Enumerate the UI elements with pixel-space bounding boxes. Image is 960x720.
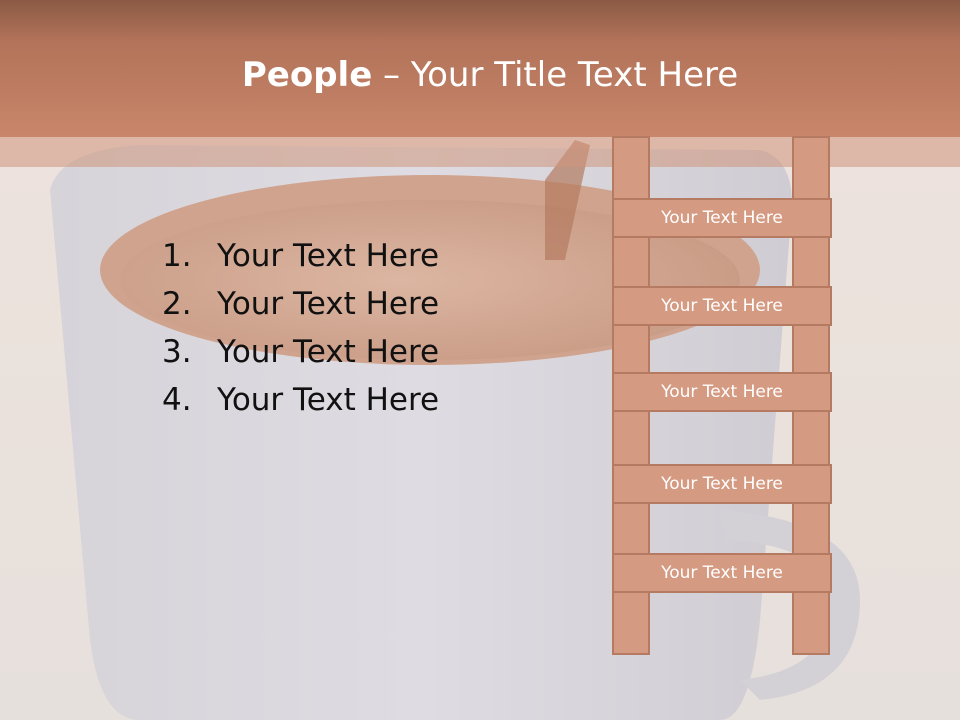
title-bold: People (241, 55, 373, 95)
ladder-rung: Your Text Here (612, 372, 832, 412)
list-text: Your Text Here (217, 238, 440, 274)
ladder-rung: Your Text Here (612, 286, 832, 326)
list-number: 1. (162, 238, 192, 274)
ladder-rung: Your Text Here (612, 553, 832, 593)
list-item: 4. Your Text Here (162, 378, 439, 426)
list-text: Your Text Here (217, 334, 440, 370)
list-number: 4. (162, 382, 192, 418)
title-rest: – Your Title Text Here (372, 55, 739, 95)
title-band (0, 0, 960, 137)
ladder-rung: Your Text Here (612, 464, 832, 504)
ladder-rung: Your Text Here (612, 198, 832, 238)
list-item: 2. Your Text Here (162, 282, 439, 330)
numbered-list: 1. Your Text Here 2. Your Text Here 3. Your… (162, 234, 439, 426)
slide-title: People – Your Title Text Here (0, 53, 960, 97)
list-text: Your Text Here (217, 286, 440, 322)
list-text: Your Text Here (217, 382, 440, 418)
list-number: 2. (162, 286, 192, 322)
list-number: 3. (162, 334, 192, 370)
list-item: 1. Your Text Here (162, 234, 439, 282)
list-item: 3. Your Text Here (162, 330, 439, 378)
